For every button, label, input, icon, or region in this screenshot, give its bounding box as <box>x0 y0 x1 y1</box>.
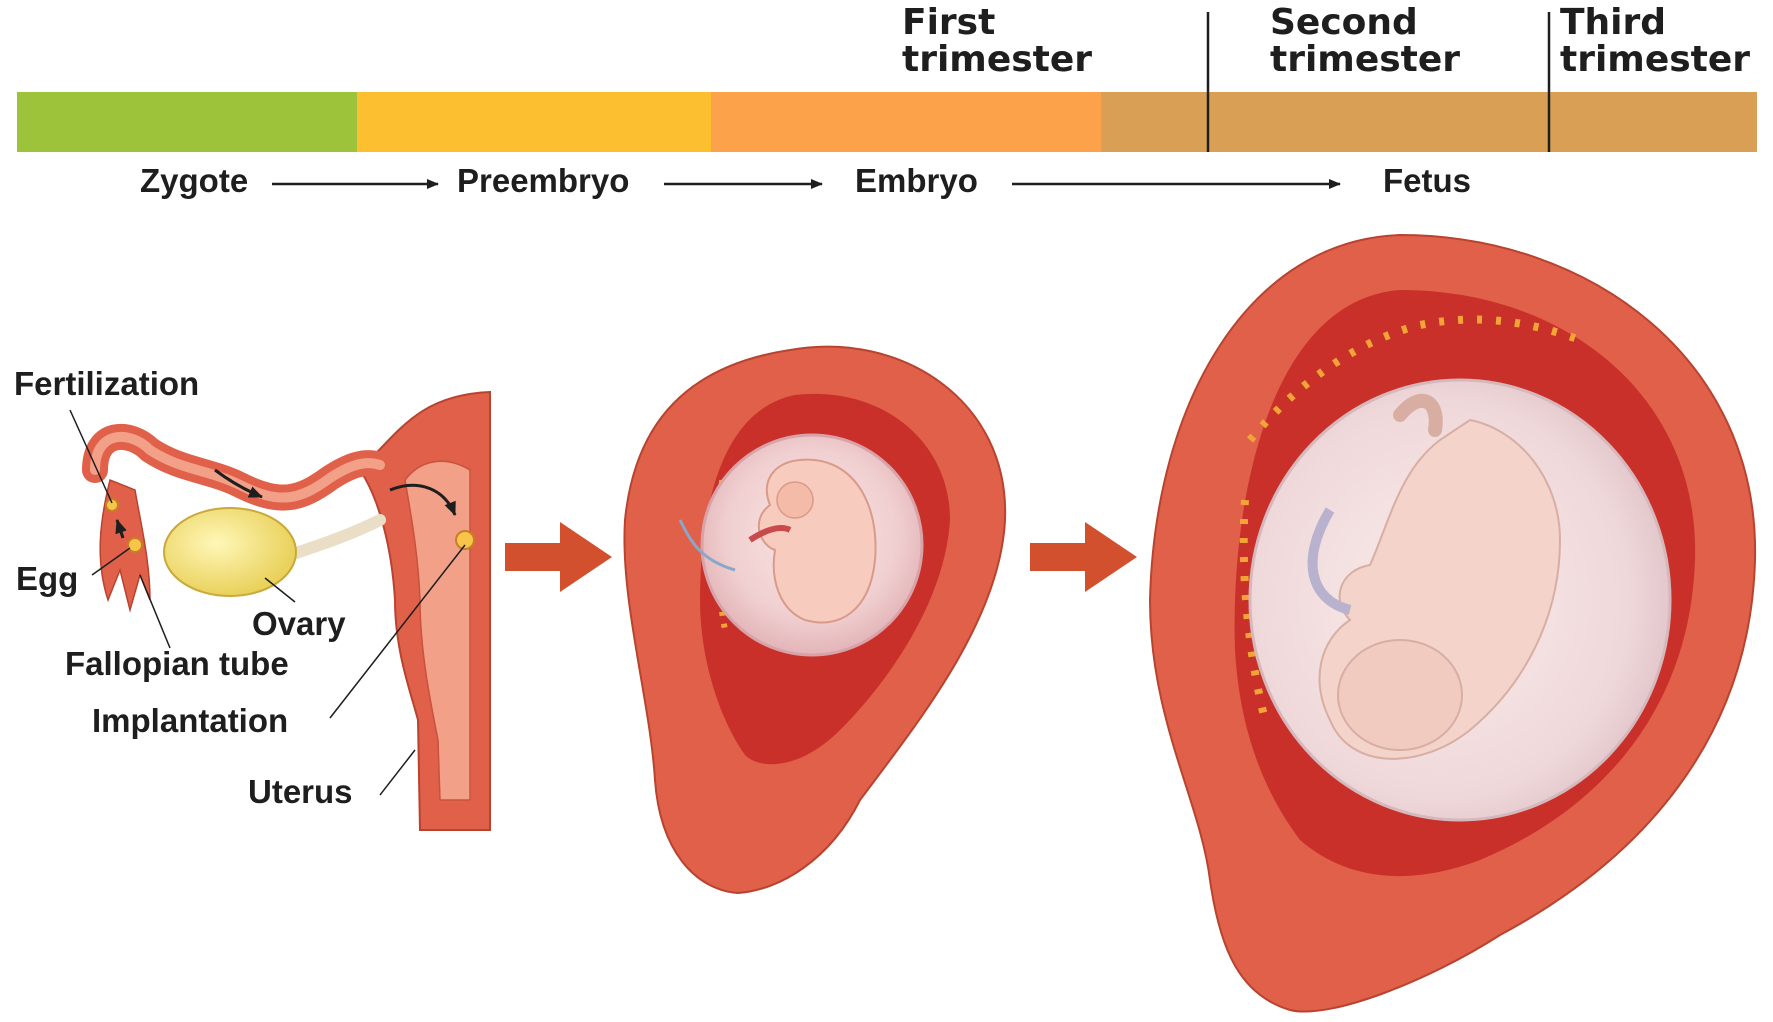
label-fertilization: Fertilization <box>14 365 199 403</box>
stage-zygote: Zygote <box>140 162 248 200</box>
zygote-band <box>17 92 357 152</box>
label-implantation: Implantation <box>92 702 288 740</box>
big-arrow-2 <box>1030 522 1137 592</box>
ovary-shape <box>164 508 296 596</box>
egg-cell <box>128 538 142 552</box>
embryo-band <box>711 92 1101 152</box>
stage-preembryo: Preembryo <box>457 162 629 200</box>
third-trimester-label: Third trimester <box>1560 4 1750 78</box>
label-fallopian-tube: Fallopian tube <box>65 645 289 683</box>
timeline-bar <box>17 12 1757 152</box>
second-trimester-label: Second trimester <box>1270 4 1460 78</box>
preembryo-band <box>357 92 711 152</box>
big-arrow-1 <box>505 522 612 592</box>
fetus-band <box>1101 92 1757 152</box>
fetus-uterus-illustration <box>1150 235 1755 1012</box>
stage-embryo: Embryo <box>855 162 978 200</box>
label-uterus: Uterus <box>248 773 353 811</box>
label-egg: Egg <box>16 560 78 598</box>
stage-fetus: Fetus <box>1383 162 1471 200</box>
first-trimester-label: First trimester <box>902 4 1092 78</box>
label-ovary: Ovary <box>252 605 346 643</box>
embryo-uterus-illustration <box>624 347 1005 893</box>
